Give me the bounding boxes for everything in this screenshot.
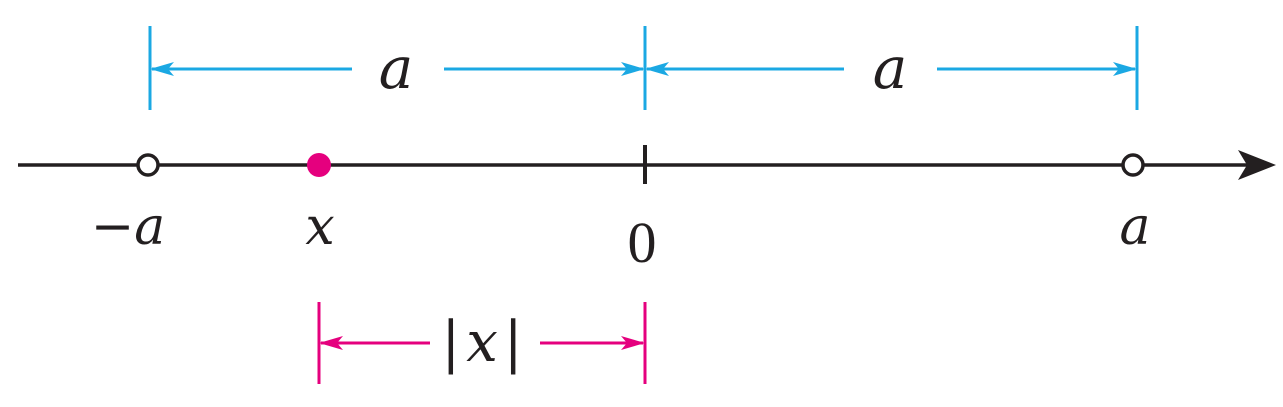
label-x: x bbox=[305, 197, 334, 257]
distance-left-a-label: a bbox=[379, 34, 414, 102]
label-neg-a: −a bbox=[91, 197, 166, 257]
axis-arrowhead-icon bbox=[1238, 150, 1276, 180]
label-a: a bbox=[1119, 197, 1150, 257]
distance-abs-x-label: |x| bbox=[441, 310, 528, 375]
distance-left-a: a bbox=[148, 26, 645, 110]
point-x-filled bbox=[307, 153, 331, 177]
distance-abs-x: |x| bbox=[317, 302, 647, 384]
point-neg-a-open bbox=[136, 153, 160, 177]
label-zero: 0 bbox=[628, 210, 657, 275]
point-a-open bbox=[1121, 153, 1145, 177]
axis bbox=[18, 145, 1276, 184]
distance-right-a-label: a bbox=[873, 34, 908, 102]
distance-right-a: a bbox=[643, 26, 1139, 110]
